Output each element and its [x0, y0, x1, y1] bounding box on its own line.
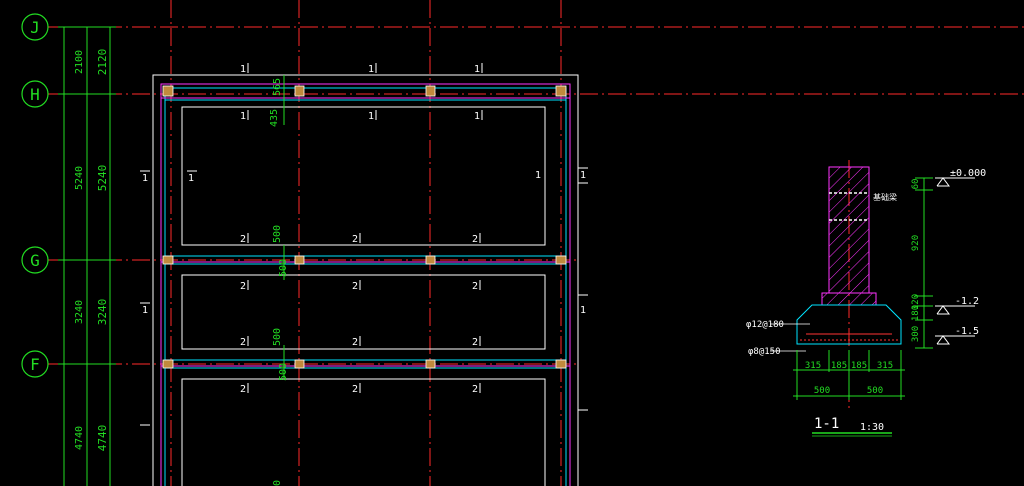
wall-stem [828, 166, 870, 294]
svg-text:2: 2 [352, 234, 358, 245]
beam-marks: 1 1 1 1 1 1 2 2 2 2 2 2 2 2 2 2 2 2 1 1 1 1 1 1 [142, 64, 586, 395]
svg-text:H: H [30, 85, 40, 104]
svg-text:1: 1 [240, 111, 246, 122]
dim-inner-1: 5240 [96, 165, 109, 192]
svg-text:2: 2 [352, 337, 358, 348]
svg-text:1: 1 [535, 170, 541, 181]
offset-f-top: 500 [272, 328, 283, 346]
svg-text:G: G [30, 251, 40, 270]
svg-text:2: 2 [472, 281, 478, 292]
offset-h-bottom: 435 [269, 109, 280, 127]
svg-text:1: 1 [368, 111, 374, 122]
opening-3 [181, 378, 546, 486]
svg-text:2: 2 [240, 337, 246, 348]
offset-g-top: 500 [272, 225, 283, 243]
svg-text:2: 2 [472, 234, 478, 245]
rebar-bottom-callout: φ8@150 [748, 347, 781, 357]
offset-f-bottom: 500 [278, 363, 289, 381]
beam-note: 基础梁 [873, 192, 897, 202]
opening-1 [181, 106, 546, 246]
beam-mark-ticks [140, 63, 588, 426]
openings [181, 106, 546, 486]
rebar-top-callout: φ12@180 [746, 320, 784, 330]
svg-text:2: 2 [240, 234, 246, 245]
section-title: 1-1 [814, 416, 839, 432]
axis-bubble-j[interactable]: J [21, 13, 49, 41]
svg-text:500: 500 [814, 386, 830, 396]
svg-text:120: 120 [911, 294, 921, 310]
dim-outer-0: 2100 [74, 50, 85, 74]
offset-h-top: 565 [272, 78, 283, 96]
axis-bubble-g[interactable]: G [21, 246, 49, 274]
footing-ledge [821, 292, 877, 306]
svg-text:180: 180 [911, 305, 921, 321]
svg-text:300: 300 [911, 326, 921, 342]
footing [796, 304, 902, 345]
dim-outer-1: 5240 [74, 166, 85, 190]
elevation-bottom: -1.5 [955, 326, 979, 337]
dim-outer-3: 4740 [74, 426, 85, 450]
dim-inner-3: 4740 [96, 425, 109, 452]
columns [162, 85, 567, 369]
svg-text:J: J [30, 18, 40, 37]
svg-text:2: 2 [472, 337, 478, 348]
svg-text:2: 2 [352, 384, 358, 395]
foundation-outline [152, 74, 579, 486]
svg-text:920: 920 [911, 235, 921, 251]
section-scale: 1:30 [860, 422, 884, 433]
elevation-top: ±0.000 [950, 168, 986, 179]
svg-text:1: 1 [142, 305, 148, 316]
svg-text:2: 2 [240, 384, 246, 395]
svg-text:2: 2 [472, 384, 478, 395]
svg-text:1: 1 [580, 305, 586, 316]
dim-outer-2: 3240 [74, 300, 85, 324]
svg-text:1: 1 [188, 173, 194, 184]
svg-text:1: 1 [142, 173, 148, 184]
svg-text:315: 315 [877, 361, 893, 371]
dim-inner-0: 2120 [96, 49, 109, 76]
svg-text:1: 1 [474, 64, 480, 75]
offset-texts: 565 435 500 500 500 500 0 [269, 78, 289, 486]
svg-text:2: 2 [240, 281, 246, 292]
axis-bubble-h[interactable]: H [21, 80, 49, 108]
offset-g-bottom: 500 [278, 259, 289, 277]
svg-text:60: 60 [911, 179, 921, 190]
svg-text:1: 1 [474, 111, 480, 122]
svg-text:2: 2 [352, 281, 358, 292]
svg-text:1: 1 [580, 170, 586, 181]
offset-last: 0 [272, 480, 283, 486]
dimension-texts: 2100 5240 3240 4740 2120 5240 3240 4740 [74, 49, 109, 452]
axis-bubble-f[interactable]: F [21, 350, 49, 378]
dimension-chains [58, 26, 116, 486]
section-detail: 基础梁 φ12@180 φ8@150 60 920 120 180 300 [746, 166, 986, 437]
dim-inner-2: 3240 [96, 299, 109, 326]
svg-text:185: 185 [831, 361, 847, 371]
svg-text:1: 1 [368, 64, 374, 75]
opening-2 [181, 274, 546, 350]
svg-text:F: F [30, 355, 40, 374]
elevation-mid: -1.2 [955, 296, 979, 307]
svg-text:315: 315 [805, 361, 821, 371]
axis-lines [48, 0, 1024, 486]
svg-text:185: 185 [851, 361, 867, 371]
svg-text:1: 1 [240, 64, 246, 75]
svg-text:500: 500 [867, 386, 883, 396]
axis-bubbles: J H G F [21, 13, 49, 378]
